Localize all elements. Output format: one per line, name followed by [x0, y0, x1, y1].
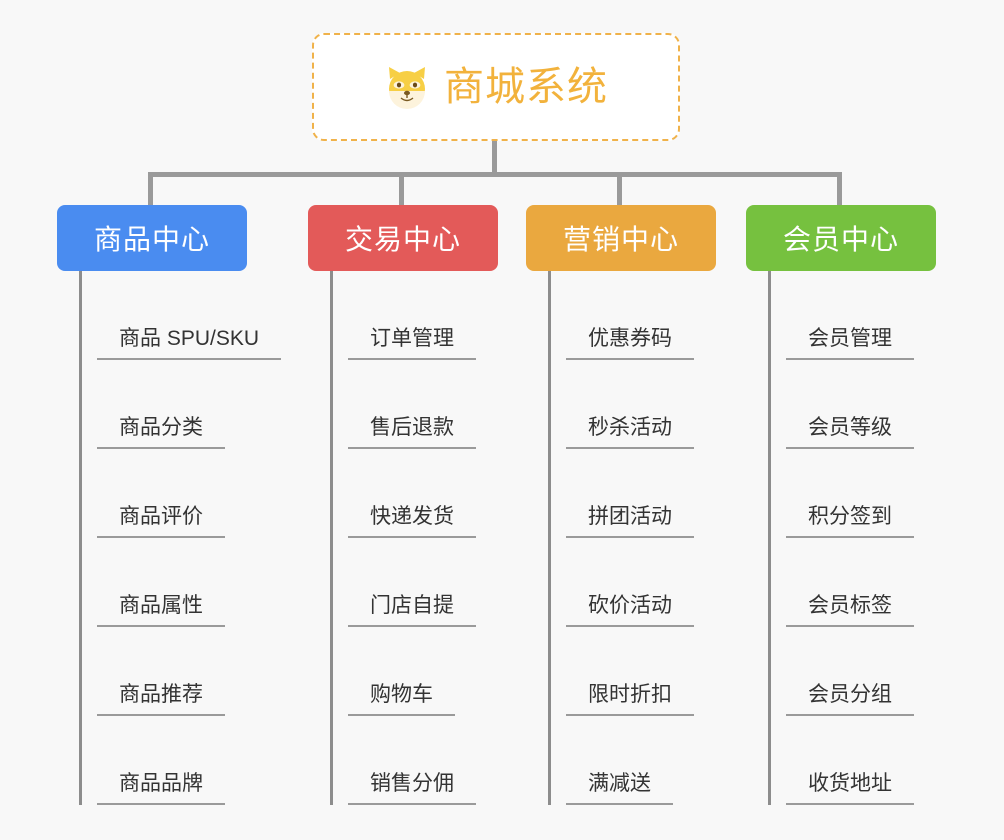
list-item-label: 商品品牌	[97, 773, 225, 805]
list-item-label: 拼团活动	[566, 506, 694, 538]
branch-items-2: 订单管理 售后退款 快递发货 门店自提 购物车 销售分佣	[330, 271, 498, 805]
list-item-label: 商品属性	[97, 595, 225, 627]
branch-connector-bar	[148, 172, 842, 177]
list-item[interactable]: 会员分组	[768, 627, 936, 716]
list-item[interactable]: 砍价活动	[548, 538, 716, 627]
branch-header-2[interactable]: 交易中心	[308, 205, 498, 271]
list-item-label: 积分签到	[786, 506, 914, 538]
list-item[interactable]: 会员等级	[768, 360, 936, 449]
branch-items-3: 优惠券码 秒杀活动 拼团活动 砍价活动 限时折扣 满减送	[548, 271, 716, 805]
list-item[interactable]: 拼团活动	[548, 449, 716, 538]
list-item[interactable]: 限时折扣	[548, 627, 716, 716]
list-item-label: 砍价活动	[566, 595, 694, 627]
branch-connector-drop-3	[617, 172, 622, 208]
list-item[interactable]: 销售分佣	[330, 716, 498, 805]
list-item-label: 快递发货	[348, 506, 476, 538]
branch-spine-2	[330, 271, 333, 805]
list-item-label: 会员标签	[786, 595, 914, 627]
list-item-label: 门店自提	[348, 595, 476, 627]
branch-column-1: 商品中心 商品 SPU/SKU 商品分类 商品评价 商品属性 商品推荐 商品品牌	[57, 205, 282, 805]
list-item-label: 商品 SPU/SKU	[97, 328, 282, 360]
branch-column-3: 营销中心 优惠券码 秒杀活动 拼团活动 砍价活动 限时折扣 满减送	[526, 205, 716, 805]
list-item[interactable]: 满减送	[548, 716, 716, 805]
branch-spine-1	[79, 271, 82, 805]
list-item-label: 商品评价	[97, 506, 225, 538]
list-item[interactable]: 优惠券码	[548, 271, 716, 360]
list-item[interactable]: 商品分类	[79, 360, 247, 449]
branch-header-1[interactable]: 商品中心	[57, 205, 247, 271]
list-item-label: 会员管理	[786, 328, 914, 360]
list-item-label: 限时折扣	[566, 684, 694, 716]
branch-header-label-4: 会员中心	[782, 224, 899, 255]
list-item-label: 满减送	[566, 773, 673, 805]
list-item[interactable]: 商品推荐	[79, 627, 247, 716]
branch-spine-3	[548, 271, 551, 805]
branch-header-3[interactable]: 营销中心	[526, 205, 716, 271]
branch-column-4: 会员中心 会员管理 会员等级 积分签到 会员标签 会员分组 收货地址	[746, 205, 936, 805]
list-item[interactable]: 会员标签	[768, 538, 936, 627]
root-connector-stem	[492, 141, 497, 174]
list-item-label: 会员分组	[786, 684, 914, 716]
branch-connector-drop-4	[837, 172, 842, 208]
list-item-label: 商品推荐	[97, 684, 225, 716]
shiba-dog-face-icon	[384, 65, 430, 109]
branch-connector-drop-1	[148, 172, 153, 208]
list-item-label: 订单管理	[348, 328, 476, 360]
branch-header-label-2: 交易中心	[344, 224, 461, 255]
branch-column-2: 交易中心 订单管理 售后退款 快递发货 门店自提 购物车 销售分佣	[308, 205, 498, 805]
list-item[interactable]: 积分签到	[768, 449, 936, 538]
branch-connector-drop-2	[399, 172, 404, 208]
list-item-label: 商品分类	[97, 417, 225, 449]
branch-items-4: 会员管理 会员等级 积分签到 会员标签 会员分组 收货地址	[768, 271, 936, 805]
root-node[interactable]: 商城系统	[312, 33, 680, 141]
list-item[interactable]: 商品品牌	[79, 716, 247, 805]
list-item[interactable]: 订单管理	[330, 271, 498, 360]
list-item-label: 会员等级	[786, 417, 914, 449]
list-item[interactable]: 秒杀活动	[548, 360, 716, 449]
list-item-label: 售后退款	[348, 417, 476, 449]
list-item[interactable]: 快递发货	[330, 449, 498, 538]
list-item-label: 销售分佣	[348, 773, 476, 805]
list-item[interactable]: 商品属性	[79, 538, 247, 627]
branch-header-4[interactable]: 会员中心	[746, 205, 936, 271]
list-item-label: 优惠券码	[566, 328, 694, 360]
list-item-label: 秒杀活动	[566, 417, 694, 449]
list-item[interactable]: 商品评价	[79, 449, 247, 538]
root-node-label: 商城系统	[444, 65, 608, 109]
list-item[interactable]: 售后退款	[330, 360, 498, 449]
branch-header-label-3: 营销中心	[562, 224, 679, 255]
list-item-label: 收货地址	[786, 773, 914, 805]
list-item[interactable]: 购物车	[330, 627, 498, 716]
list-item[interactable]: 收货地址	[768, 716, 936, 805]
list-item[interactable]: 商品 SPU/SKU	[79, 271, 282, 360]
branch-items-1: 商品 SPU/SKU 商品分类 商品评价 商品属性 商品推荐 商品品牌	[79, 271, 282, 805]
list-item[interactable]: 会员管理	[768, 271, 936, 360]
branch-header-label-1: 商品中心	[93, 224, 210, 255]
branch-spine-4	[768, 271, 771, 805]
list-item-label: 购物车	[348, 684, 455, 716]
list-item[interactable]: 门店自提	[330, 538, 498, 627]
